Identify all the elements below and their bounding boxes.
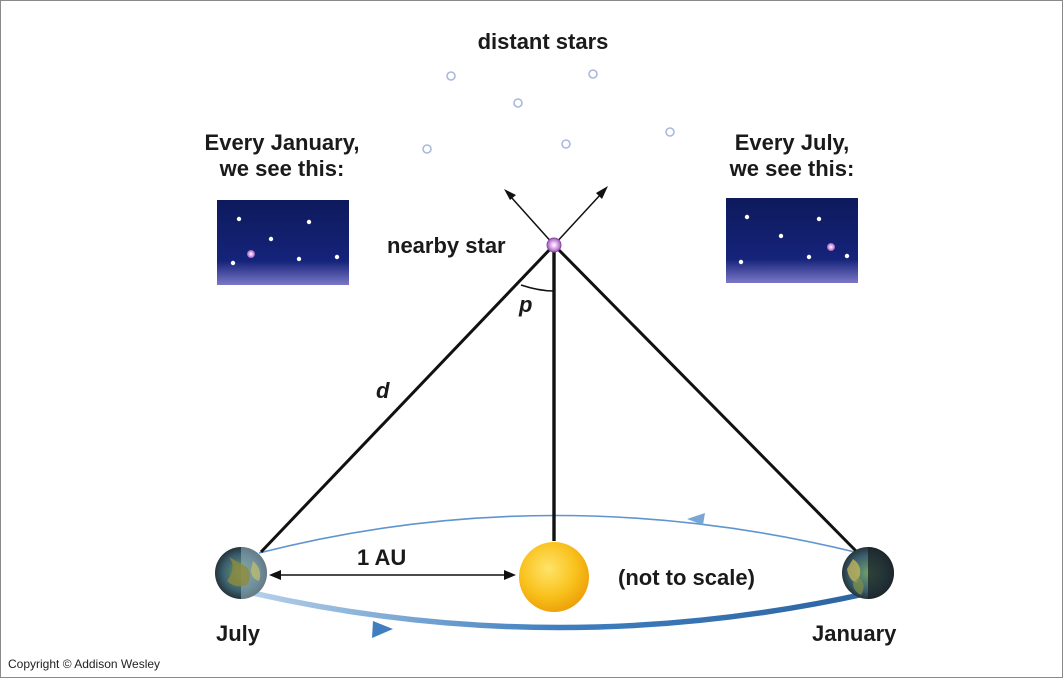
copyright-label: Copyright © Addison Wesley — [8, 657, 161, 671]
distant-star-icon — [513, 98, 523, 108]
sun-icon — [519, 542, 589, 612]
projection-arrows — [504, 186, 608, 246]
nearby-star-icon — [546, 237, 562, 253]
july-view-title: Every July, we see this: — [682, 130, 902, 182]
nearby-star-label: nearby star — [387, 233, 506, 258]
january-view-line1: Every January, — [204, 130, 360, 155]
one-au-label: 1 AU — [357, 545, 407, 570]
january-sight-line — [552, 243, 859, 554]
july-sky-view — [726, 198, 858, 283]
distant-star-icon — [561, 139, 571, 149]
orbit-front — [241, 588, 872, 631]
july-view-line2: we see this: — [729, 156, 855, 181]
one-au-arrow — [269, 570, 516, 580]
parallax-angle-arc — [520, 284, 555, 292]
july-view-line1: Every July, — [734, 130, 850, 155]
orbit-arrow-front — [372, 621, 393, 638]
distant-star-icon — [588, 69, 598, 79]
not-to-scale-label: (not to scale) — [618, 565, 755, 590]
january-label: January — [812, 621, 897, 646]
orbit-arrow-back — [687, 513, 705, 525]
nearby-star-image — [827, 243, 835, 251]
earth-icon — [215, 547, 267, 599]
nearby-star-image — [247, 250, 255, 258]
orbit-back — [258, 514, 860, 554]
january-view-title: Every January, we see this: — [172, 130, 392, 182]
distance-label: d — [376, 378, 390, 403]
distant-stars — [422, 69, 675, 154]
distant-star-icon — [446, 71, 456, 81]
earth-icon — [842, 547, 894, 599]
july-label: July — [216, 621, 261, 646]
january-sky-view — [217, 200, 349, 285]
january-view-line2: we see this: — [219, 156, 345, 181]
distant-star-icon — [665, 127, 675, 137]
distant-star-icon — [422, 144, 432, 154]
distant-stars-label: distant stars — [477, 29, 609, 54]
parallax-angle-label: p — [519, 292, 533, 317]
july-sight-line — [259, 243, 556, 554]
